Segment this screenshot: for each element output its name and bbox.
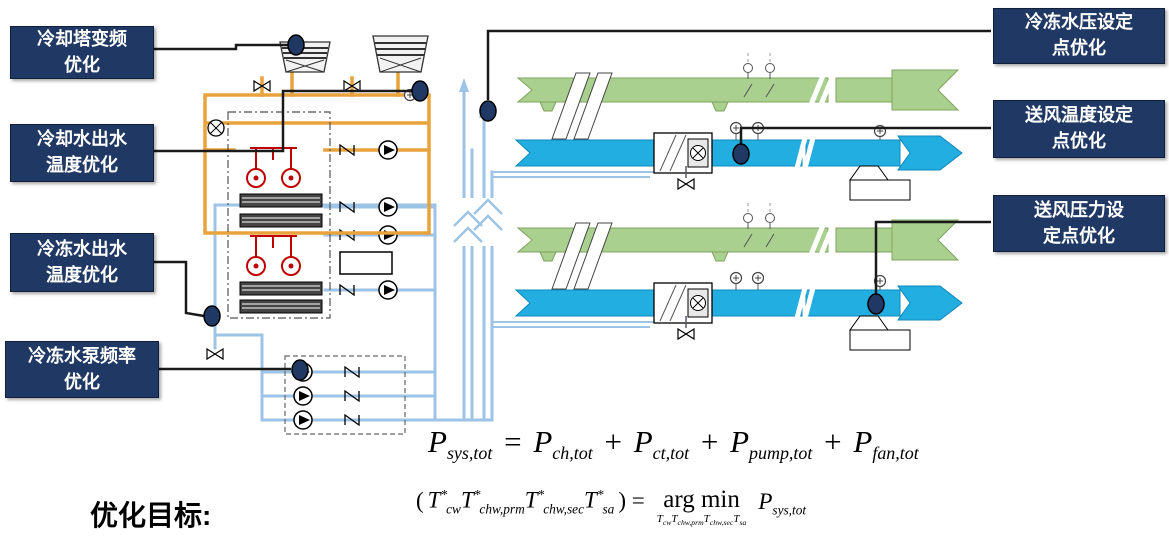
callout-label: 冷却水出水 温度优化	[37, 129, 127, 175]
callout-connectors	[152, 29, 991, 371]
anchor-dot-7	[867, 293, 885, 315]
callout-chw-pressure-setpoint: 冷冻水压设定 点优化	[993, 8, 1165, 64]
callout-chilled-water-outlet-temp: 冷冻水出水 温度优化	[10, 233, 154, 292]
connector-6	[739, 126, 991, 145]
argmin-subscript: TcwTchw,prmTchw,secTsa	[656, 513, 747, 528]
anchor-dot-3	[203, 305, 221, 327]
callout-chw-pump-frequency: 冷冻水泵频率 优化	[5, 341, 159, 398]
equation-total-power: Psys,tot = Pch,tot + Pct,tot + Ppump,tot…	[428, 424, 919, 464]
cooling-tower-2	[372, 35, 429, 73]
condenser-pump	[207, 119, 225, 137]
callout-label: 冷冻水压设定 点优化	[1025, 12, 1133, 58]
equation-argmin-lhs: (T*cwT*chw,prmT*chw,secT*sa) =	[416, 487, 645, 517]
equation-argmin-rhs: Psys,tot	[758, 489, 807, 518]
chiller-enclosure	[227, 111, 331, 319]
secondary-pump-group-box	[284, 355, 406, 435]
chiller-1	[239, 147, 323, 228]
equation-argmin: (T*cwT*chw,prmT*chw,secT*sa) = arg min T…	[412, 486, 807, 528]
anchor-dot-5	[479, 100, 497, 122]
chiller-plant	[227, 111, 393, 319]
anchor-dot-6	[732, 143, 750, 165]
objective-label: 优化目标:	[90, 500, 212, 531]
callout-label: 送风压力设 定点优化	[1034, 199, 1124, 246]
callout-label: 冷冻水泵频率 优化	[28, 345, 136, 392]
callout-supply-air-pressure-setpoint: 送风压力设 定点优化	[993, 195, 1165, 252]
callout-supply-air-temp-setpoint: 送风温度设定 点优化	[993, 100, 1165, 158]
argmin-block: arg min TcwTchw,prmTchw,secTsa	[656, 486, 747, 528]
pump-icon	[378, 140, 398, 160]
argmin-label: arg min	[663, 486, 740, 513]
callout-cooling-water-outlet-temp: 冷却水出水 温度优化	[10, 124, 154, 182]
anchor-dot-2	[411, 80, 429, 102]
valve-icon	[206, 348, 224, 360]
ahu-row-top	[492, 50, 962, 200]
callout-label: 冷冻水出水 温度优化	[37, 238, 127, 285]
connector-7	[874, 220, 991, 295]
tank	[339, 251, 393, 275]
anchor-dot-4	[291, 359, 309, 381]
connector-1	[152, 43, 288, 51]
primary-pumps	[339, 197, 398, 300]
callout-cooling-tower-vfd: 冷却塔变频 优化	[10, 26, 154, 79]
connector-3	[152, 260, 205, 318]
chilled-water-risers	[450, 78, 508, 422]
connector-5	[486, 29, 991, 100]
anchor-dot-1	[287, 34, 305, 56]
callout-label: 冷却塔变频 优化	[37, 28, 127, 75]
callout-label: 送风温度设定 点优化	[1025, 105, 1133, 151]
anchor-dots	[203, 34, 885, 381]
pipe-break-chevrons	[453, 198, 503, 243]
chiller-2	[239, 235, 323, 314]
connector-2	[152, 89, 412, 153]
flow-arrow	[459, 78, 469, 92]
